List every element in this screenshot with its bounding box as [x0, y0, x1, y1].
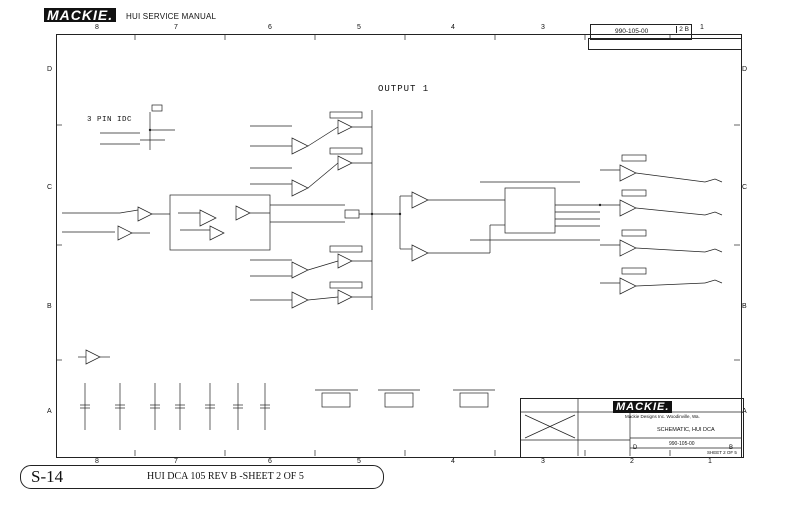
page-title: HUI DCA 105 REV B -SHEET 2 OF 5 [147, 471, 304, 482]
title-block-logo: MACKIE. [613, 401, 673, 413]
title-block-size: D [633, 445, 638, 451]
col-marker: 4 [451, 458, 455, 465]
row-marker: A [742, 408, 747, 415]
revision-table [588, 38, 742, 50]
row-marker: B [742, 303, 747, 310]
title-block-description: SCHEMATIC, HUI DCA [657, 427, 715, 433]
title-block-sheet: SHEET 2 OF 5 [707, 450, 737, 455]
doc-number-box: 990-105-00 2 B [590, 24, 692, 40]
title-block-doc-number: 990-105-00 [669, 441, 695, 447]
col-marker: 1 [700, 24, 704, 31]
schematic-title: OUTPUT 1 [378, 84, 430, 94]
col-marker: 7 [174, 24, 178, 31]
row-marker: D [47, 66, 53, 73]
row-marker: D [742, 66, 748, 73]
page-footer: S-14 HUI DCA 105 REV B -SHEET 2 OF 5 [20, 465, 384, 489]
row-marker: A [47, 408, 52, 415]
col-marker: 2 [630, 458, 634, 465]
col-marker: 3 [541, 24, 545, 31]
page-number: S-14 [31, 467, 64, 486]
col-marker: 5 [357, 458, 361, 465]
title-block-company: Mackie Designs Inc. Woodinville, Wa. [625, 414, 700, 419]
col-marker: 7 [174, 458, 178, 465]
col-marker: 5 [357, 24, 361, 31]
title-block: MACKIE. Mackie Designs Inc. Woodinville,… [520, 398, 744, 458]
manual-title: HUI SERVICE MANUAL [126, 12, 217, 21]
title-block-rev: B [729, 445, 734, 451]
col-marker: 6 [268, 458, 272, 465]
mackie-logo: MACKIE. [44, 8, 117, 22]
col-marker: 6 [268, 24, 272, 31]
row-marker: C [47, 184, 53, 191]
doc-number: 990-105-00 [615, 28, 649, 35]
col-marker: 4 [451, 24, 455, 31]
row-marker: C [742, 184, 748, 191]
schematic-border [56, 34, 742, 458]
row-marker: B [47, 303, 52, 310]
connector-label: 3 PIN IDC [87, 116, 133, 124]
col-marker: 8 [95, 24, 99, 31]
col-marker: 8 [95, 458, 99, 465]
col-marker: 1 [708, 458, 712, 465]
doc-rev: 2 B [676, 26, 689, 33]
col-marker: 3 [541, 458, 545, 465]
